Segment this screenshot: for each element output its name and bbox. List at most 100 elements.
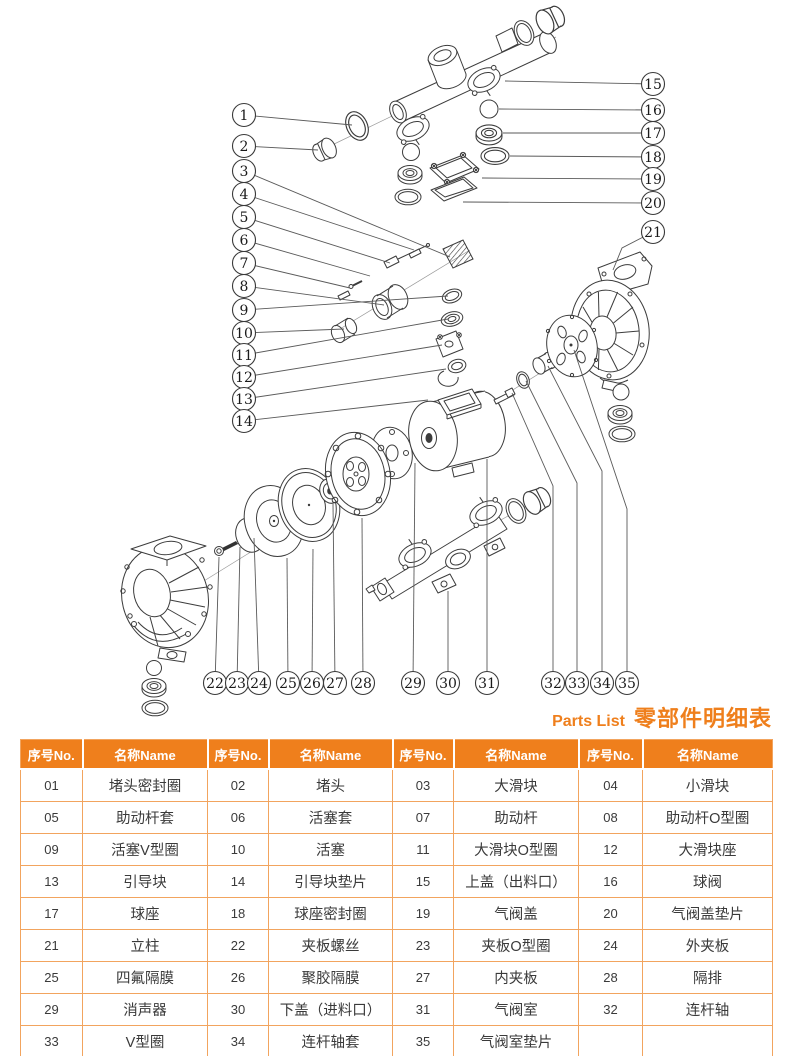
- part-name-cell: 堵头密封圈: [82, 768, 208, 802]
- part-no-cell: 30: [207, 993, 269, 1026]
- part-no-cell: 29: [20, 993, 83, 1026]
- callout-num-15: 15: [644, 77, 662, 93]
- col-header-name: 名称Name: [642, 739, 773, 770]
- part-name-cell: 气阀盖垫片: [642, 897, 773, 930]
- part-no-cell: 10: [207, 833, 269, 866]
- part-name-cell: 聚胶隔膜: [268, 961, 393, 994]
- callout-30: [435, 670, 461, 696]
- part-no-cell: 07: [392, 801, 454, 834]
- callout-29: [400, 670, 426, 696]
- leader-line-14: [243, 399, 429, 422]
- callout-num-21: 21: [644, 225, 662, 241]
- part-no-cell: 19: [392, 897, 454, 930]
- callout-num-28: 28: [354, 676, 372, 692]
- left-pump-housing: [120, 535, 213, 717]
- part-name-cell: 助动杆O型圈: [642, 801, 773, 834]
- part-no-cell: 24: [578, 929, 643, 962]
- leader-line-16: [498, 108, 654, 111]
- part-name-cell: 大滑块: [453, 768, 579, 802]
- callout-num-32: 32: [544, 676, 562, 692]
- leader-line-2: [243, 145, 319, 151]
- part-name-cell: 立柱: [82, 929, 208, 962]
- pilot-valve-parts: [330, 239, 474, 387]
- leader-line-9: [243, 295, 449, 311]
- part-name-cell: 夹板螺丝: [268, 929, 393, 962]
- part-no-cell: 20: [578, 897, 643, 930]
- ball-valve-stacks-top: [394, 99, 510, 206]
- part-name-cell: 夹板O型圈: [453, 929, 579, 962]
- callout-21: [640, 219, 666, 245]
- part-name-cell: [642, 1025, 773, 1056]
- leader-line-18: [509, 155, 654, 158]
- callout-num-6: 6: [240, 233, 249, 249]
- part-no-cell: 16: [578, 865, 643, 898]
- part-name-cell: 连杆轴: [642, 993, 773, 1026]
- part-no-cell: 09: [20, 833, 83, 866]
- part-no-cell: 08: [578, 801, 643, 834]
- part-no-cell: 23: [392, 929, 454, 962]
- leader-line-25: [286, 557, 289, 684]
- callout-num-14: 14: [235, 414, 253, 430]
- callout-15: [640, 71, 666, 97]
- callout-1: [231, 102, 257, 128]
- leader-line-24: [253, 537, 260, 684]
- leader-line-28: [361, 517, 364, 684]
- leader-line-15: [504, 80, 654, 85]
- part-name-cell: 引导块: [82, 865, 208, 898]
- callout-34: [589, 670, 615, 696]
- callout-35: [614, 670, 640, 696]
- leader-line-22: [214, 556, 220, 684]
- callout-num-25: 25: [279, 676, 297, 692]
- parts-list-title-zh: 零部件明细表: [633, 706, 772, 731]
- col-header-no: 序号No.: [578, 739, 644, 770]
- part-no-cell: 14: [207, 865, 269, 898]
- callout-num-3: 3: [240, 164, 249, 180]
- part-no-cell: 11: [392, 833, 454, 866]
- part-name-cell: 气阀室: [453, 993, 579, 1026]
- part-name-cell: 气阀盖: [453, 897, 579, 930]
- part-no-cell: 04: [578, 768, 643, 802]
- part-no-cell: 15: [392, 865, 454, 898]
- part-name-cell: 活塞V型圈: [82, 833, 208, 866]
- leader-lines: [214, 80, 654, 684]
- leader-line-1: [243, 114, 353, 126]
- part-name-cell: 球阀: [642, 865, 773, 898]
- part-no-cell: 12: [578, 833, 643, 866]
- callout-num-18: 18: [644, 150, 662, 166]
- part-name-cell: V型圈: [82, 1025, 208, 1056]
- part-no-cell: 13: [20, 865, 83, 898]
- callout-14: [231, 408, 257, 434]
- part-name-cell: 四氟隔膜: [82, 961, 208, 994]
- callout-31: [474, 670, 500, 696]
- leader-line-11: [243, 318, 449, 356]
- part-name-cell: 堵头: [268, 768, 393, 802]
- leader-line-20: [462, 201, 654, 204]
- callout-num-23: 23: [228, 676, 246, 692]
- part-name-cell: 气阀室垫片: [453, 1025, 579, 1056]
- callout-2: [231, 133, 257, 159]
- callout-19: [640, 166, 666, 192]
- part-name-cell: 外夹板: [642, 929, 773, 962]
- callout-num-2: 2: [240, 139, 249, 155]
- connecting-rod-parts: [516, 314, 599, 389]
- exploded-diagram: 1234567891011121314151617181920212223242…: [120, 1, 666, 717]
- part-name-cell: 上盖（出料口）: [453, 865, 579, 898]
- leader-line-27: [332, 503, 336, 684]
- leader-line-7: [243, 262, 351, 289]
- top-manifold: [309, 1, 569, 165]
- diaphragm-stack: [214, 431, 392, 557]
- parts-list-title-en: Parts List: [552, 713, 625, 730]
